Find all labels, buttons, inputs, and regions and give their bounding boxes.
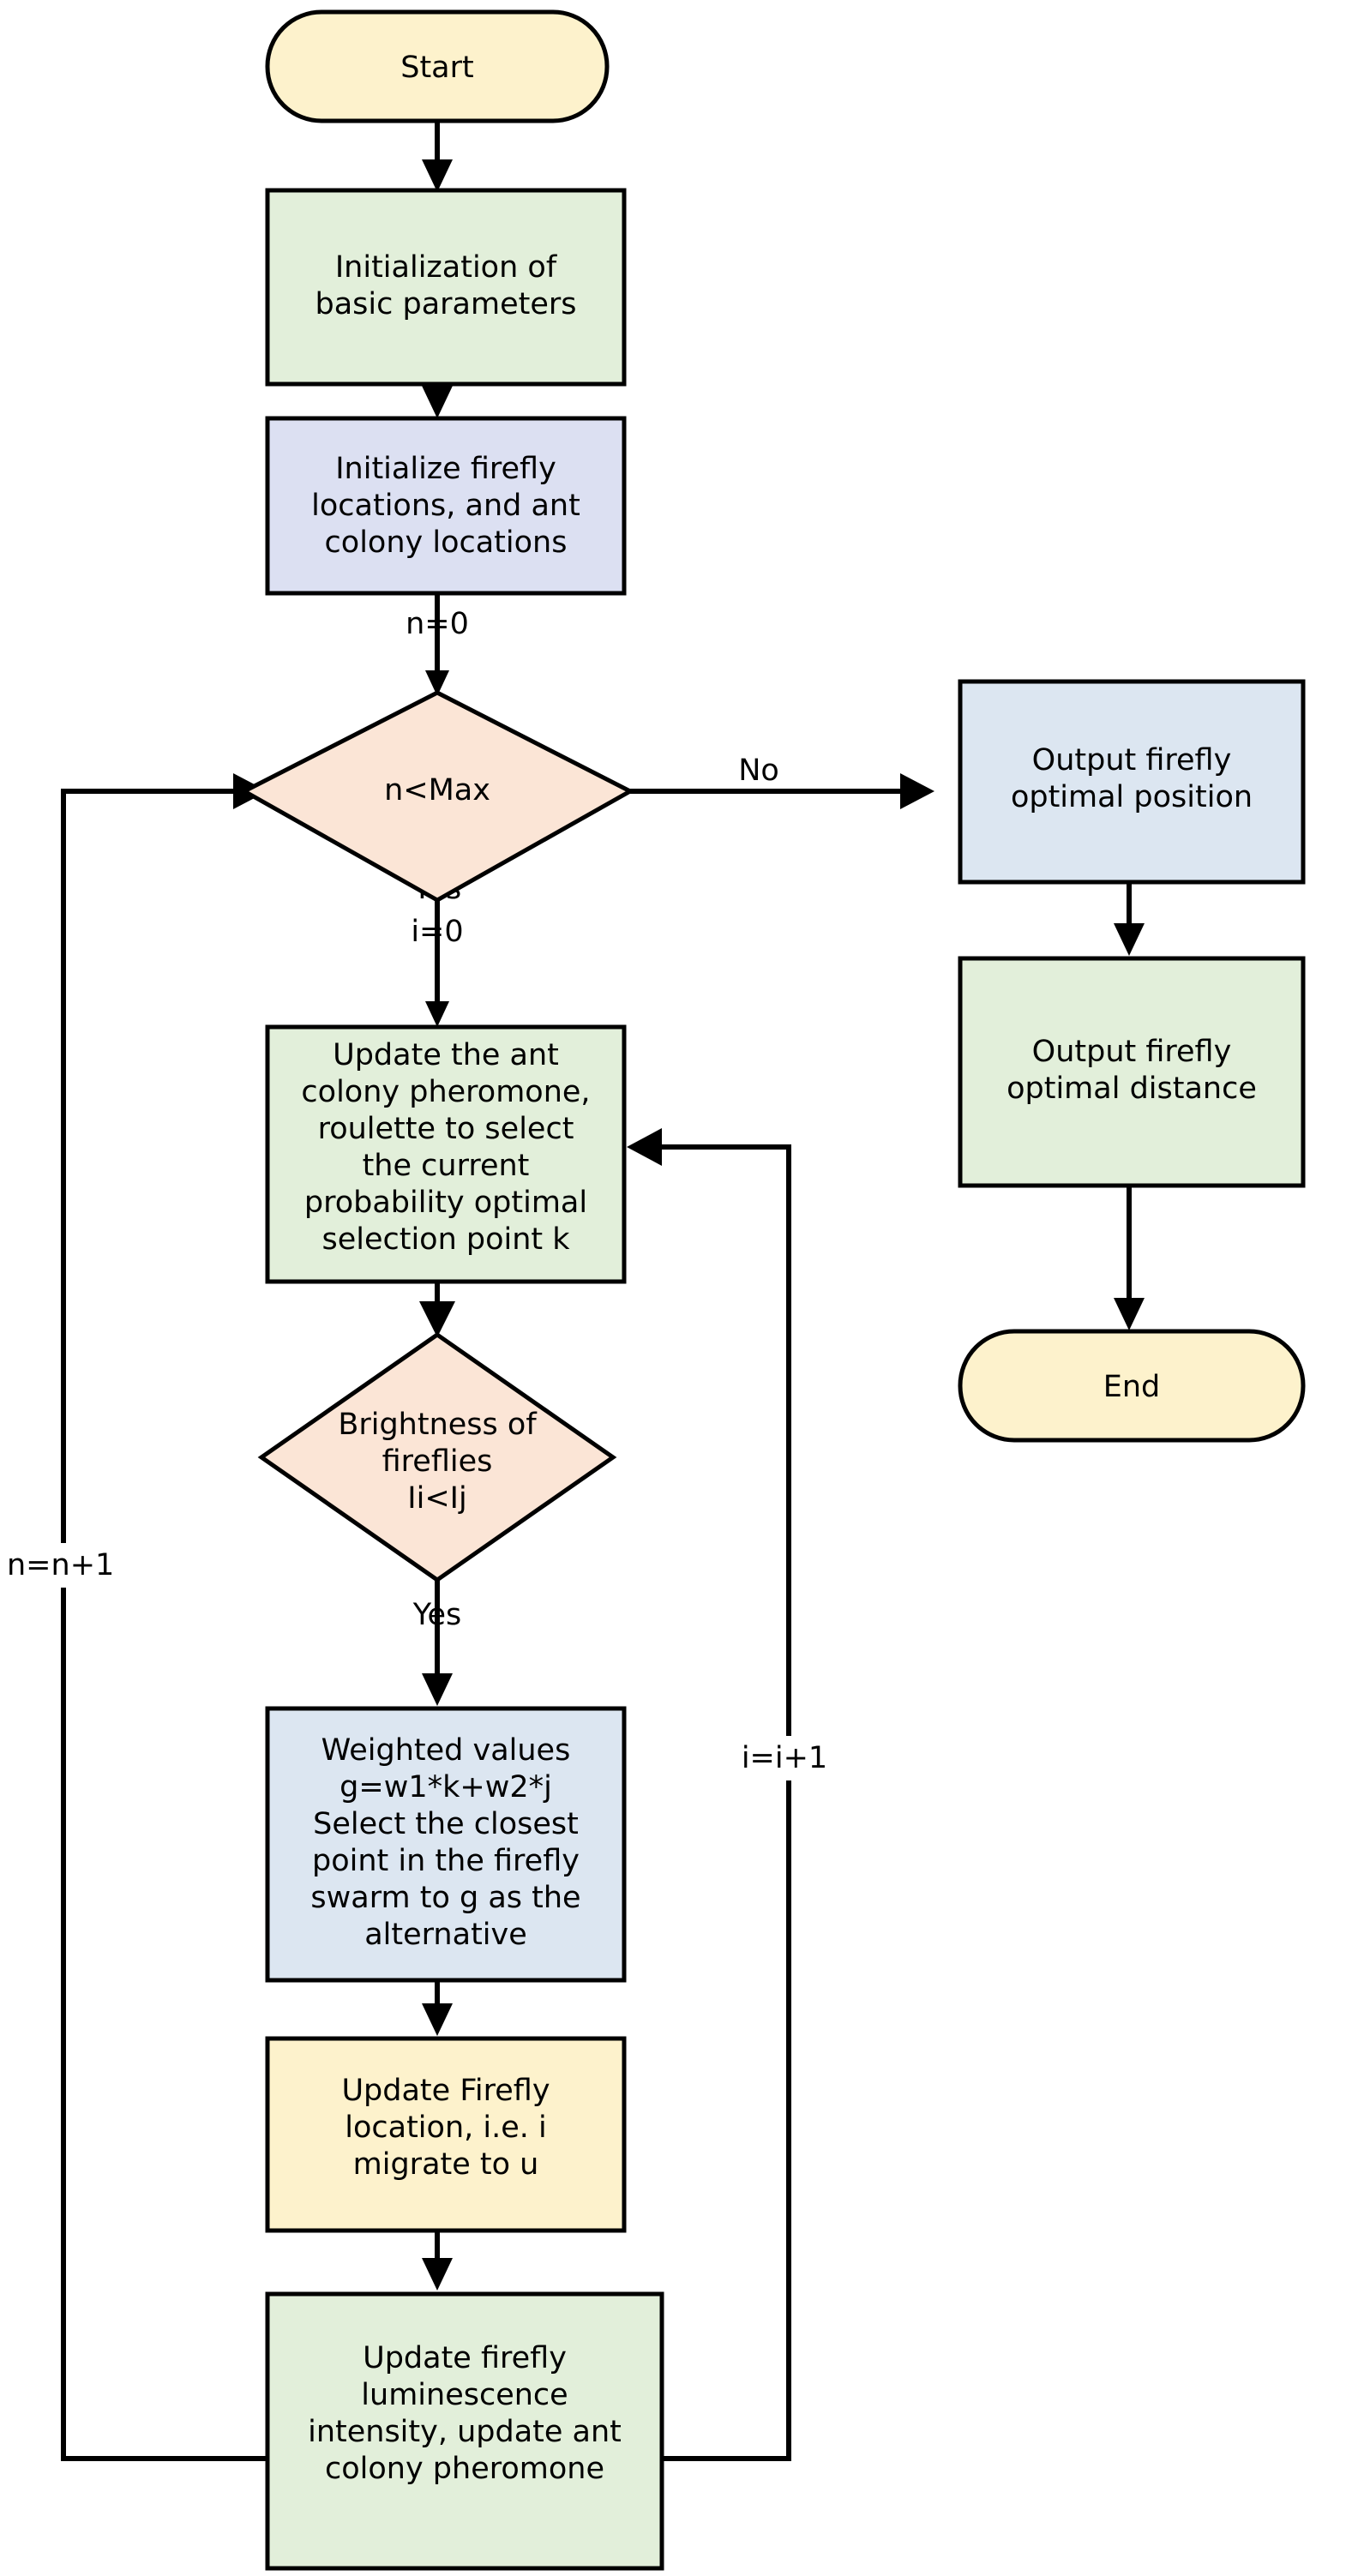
output-distance-shape [958, 956, 1306, 1188]
weighted-values-line6: alternative [364, 1918, 527, 1952]
init-params-shape [265, 188, 627, 387]
update-luminescence-shape [265, 2291, 664, 2571]
arrowhead-icon [422, 386, 453, 418]
node-update-ant[interactable]: Update the ant colony pheromone, roulett… [265, 1024, 627, 1284]
edge-inner-loop-i-increment [557, 1128, 791, 2461]
weighted-values-line1: Weighted values [321, 1733, 571, 1768]
edge-output-distance-to-end [1114, 1186, 1145, 1330]
edge-weighted-values-to-update-firefly-loc [422, 1980, 453, 2036]
update-ant-line5: probability optimal [304, 1186, 587, 1220]
edge-label-backdrop-i-increment [720, 1736, 857, 1780]
decision-brightness-line2: fireflies [382, 1444, 493, 1479]
output-distance-line2: optimal distance [1006, 1072, 1257, 1106]
end-label: End [1103, 1370, 1161, 1404]
update-ant-line1: Update the ant [333, 1038, 559, 1072]
init-locations-line2: locations, and ant [311, 489, 580, 523]
arrowhead-icon [627, 1128, 662, 1166]
arrowhead-icon [900, 773, 934, 809]
weighted-values-line5: swarm to g as the [310, 1881, 580, 1915]
arrowhead-icon [422, 2258, 453, 2291]
node-decision-brightness[interactable]: Brightness of fireflies Ii<Ij [257, 1331, 617, 1583]
edge-label-n-init: n=0 [406, 607, 469, 641]
arrowhead-icon [1114, 923, 1145, 956]
edge-decision-nmax-to-update-ant [425, 900, 449, 1027]
node-output-distance[interactable]: Output firefly optimal distance [958, 956, 1306, 1188]
edge-decision-nmax-to-output-position [630, 773, 934, 809]
node-weighted-values[interactable]: Weighted values g=w1*k+w2*j Select the c… [265, 1706, 627, 1983]
output-position-line2: optimal position [1011, 780, 1253, 814]
start-shape [265, 9, 610, 123]
edge-start-to-init-params [422, 121, 453, 192]
arrowhead-icon [419, 1301, 455, 1337]
arrowhead-icon [425, 670, 449, 696]
init-params-line2: basic parameters [315, 287, 576, 321]
edge-label-yes-inner: Yes [412, 1598, 462, 1632]
end-shape [958, 1329, 1306, 1443]
edge-update-firefly-loc-to-update-luminescence [422, 2231, 453, 2291]
node-output-position[interactable]: Output firefly optimal position [958, 679, 1306, 885]
edge-label-n-increment: n=n+1 [7, 1548, 114, 1582]
edge-init-locations-to-decision-nmax [425, 593, 449, 696]
edge-label-backdrop-n-increment [0, 1543, 129, 1588]
output-position-shape [958, 679, 1306, 885]
edge-label-i-increment: i=i+1 [742, 1741, 827, 1775]
update-ant-line6: selection point k [321, 1222, 570, 1257]
node-decision-nmax[interactable]: n<Max [239, 690, 635, 903]
decision-nmax-label: n<Max [384, 773, 490, 808]
decision-brightness-line3: Ii<Ij [407, 1481, 466, 1516]
update-luminescence-line1: Update firefly [363, 2341, 567, 2375]
arrowhead-icon [422, 159, 453, 192]
node-end[interactable]: End [958, 1329, 1306, 1443]
node-update-firefly-loc[interactable]: Update Firefly location, i.e. i migrate … [265, 2036, 627, 2233]
update-ant-line3: roulette to select [318, 1112, 574, 1146]
update-ant-line2: colony pheromone, [301, 1075, 590, 1109]
edge-label-i-init: i=0 [411, 915, 463, 949]
node-init-params[interactable]: Initialization of basic parameters [265, 188, 627, 387]
init-locations-shape [265, 416, 627, 596]
weighted-values-shape [265, 1706, 627, 1983]
init-locations-line3: colony locations [325, 525, 568, 560]
decision-brightness-shape [257, 1331, 617, 1583]
edge-label-no: No [738, 754, 779, 788]
edge-init-params-to-init-locations [422, 384, 453, 418]
node-update-luminescence[interactable]: Update firefly luminescence intensity, u… [265, 2291, 664, 2571]
output-distance-line1: Output firefly [1032, 1035, 1232, 1069]
edge-update-ant-to-decision-brightness [419, 1282, 455, 1337]
weighted-values-line2: g=w1*k+w2*j [340, 1770, 552, 1804]
decision-nmax-shape [239, 690, 635, 903]
update-luminescence-line3: intensity, update ant [308, 2415, 622, 2449]
arrowhead-icon [422, 1673, 453, 1706]
update-luminescence-line4: colony pheromone [325, 2452, 604, 2486]
start-label: Start [400, 51, 474, 85]
arrowhead-icon [422, 2003, 453, 2036]
weighted-values-line4: point in the firefly [312, 1844, 580, 1878]
decision-brightness-line1: Brightness of [338, 1408, 537, 1442]
weighted-values-line3: Select the closest [313, 1807, 579, 1841]
arrowhead-icon [425, 1001, 449, 1027]
update-luminescence-line2: luminescence [361, 2378, 568, 2412]
update-firefly-loc-line2: location, i.e. i [345, 2111, 546, 2145]
node-init-locations[interactable]: Initialize firefly locations, and ant co… [265, 416, 627, 596]
update-firefly-loc-line1: Update Firefly [341, 2074, 550, 2108]
update-firefly-loc-shape [265, 2036, 627, 2233]
output-position-line1: Output firefly [1032, 743, 1232, 778]
edge-output-position-to-output-distance [1114, 882, 1145, 956]
update-ant-line4: the current [363, 1149, 530, 1183]
update-ant-shape [265, 1024, 627, 1284]
init-locations-line1: Initialize firefly [335, 452, 556, 486]
update-firefly-loc-line3: migrate to u [353, 2147, 539, 2182]
node-start[interactable]: Start [265, 9, 610, 123]
init-params-line1: Initialization of [335, 250, 557, 285]
arrowhead-icon [1114, 1298, 1145, 1330]
